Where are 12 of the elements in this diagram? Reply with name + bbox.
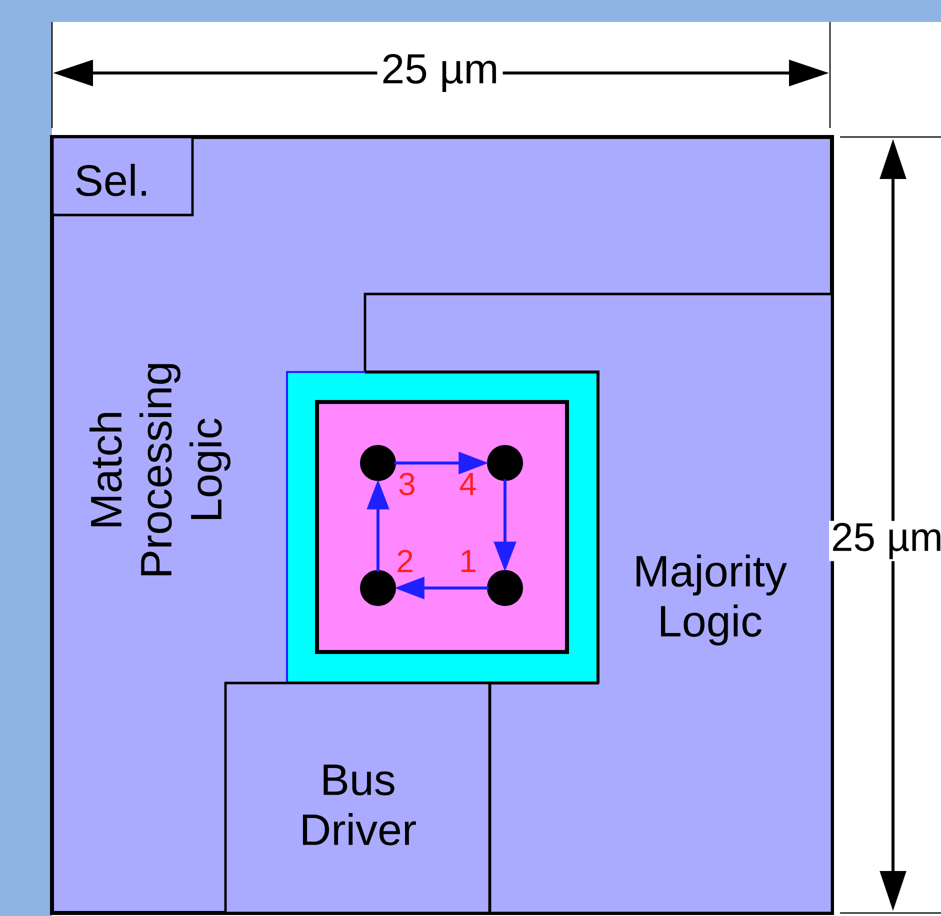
node-dot <box>487 570 523 606</box>
node-dot <box>360 570 396 606</box>
logic-block: Sel. <box>51 136 194 216</box>
dot-number: 3 <box>399 472 414 496</box>
dimension-label: 25 µm <box>377 50 503 96</box>
dot-number: 1 <box>462 550 476 572</box>
logic-block: Bus Driver <box>224 682 491 914</box>
node-dot <box>487 445 523 481</box>
node-dot <box>360 445 396 481</box>
dot-number: 2 <box>398 550 412 572</box>
core-square <box>315 400 569 654</box>
dot-number: 4 <box>460 473 476 496</box>
